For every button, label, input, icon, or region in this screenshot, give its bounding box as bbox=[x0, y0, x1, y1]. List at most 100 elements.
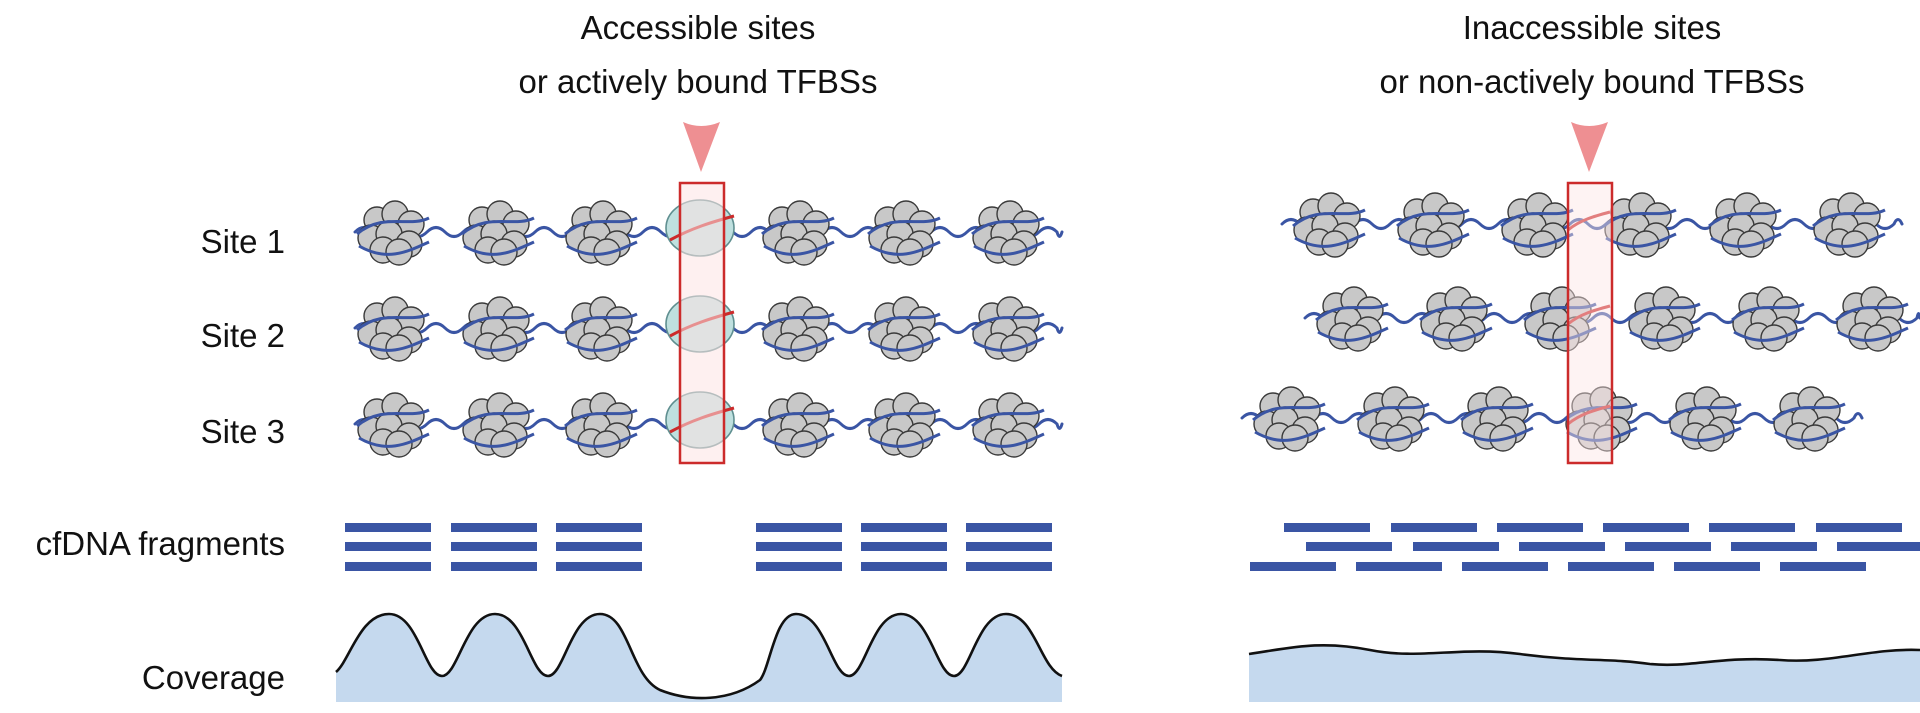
cfdna-fragment bbox=[1625, 542, 1711, 551]
cfdna-fragment bbox=[1674, 562, 1760, 571]
dna-wrap bbox=[973, 432, 1045, 448]
cfdna-fragment bbox=[1462, 562, 1548, 571]
dna-wrap bbox=[761, 408, 835, 428]
dna-wrap bbox=[1774, 426, 1846, 442]
cfdna-fragment bbox=[451, 562, 537, 571]
nucleosome-layer bbox=[356, 192, 1909, 458]
nucleosome bbox=[1668, 386, 1742, 452]
dna-wrap bbox=[564, 216, 638, 236]
dna-wrap bbox=[761, 312, 835, 332]
cfdna-fragment bbox=[345, 523, 431, 532]
cfdna-fragment bbox=[1837, 542, 1920, 551]
dna-wrap bbox=[1772, 402, 1846, 422]
dna-wrap bbox=[463, 336, 535, 352]
dna-wrap bbox=[1254, 426, 1326, 442]
nucleosome bbox=[1627, 286, 1701, 352]
nucleosome bbox=[761, 392, 835, 458]
overlay-layer bbox=[678, 122, 1614, 465]
nucleosome bbox=[461, 200, 535, 266]
nucleosome bbox=[1708, 192, 1782, 258]
dna-wrap bbox=[1627, 302, 1701, 322]
dna-wrap bbox=[1837, 326, 1909, 342]
dna-wrap bbox=[971, 312, 1045, 332]
dna-wrap bbox=[356, 216, 430, 236]
nucleosome bbox=[1835, 286, 1909, 352]
nucleosome bbox=[761, 296, 835, 362]
nucleosome bbox=[971, 296, 1045, 362]
nucleosome bbox=[564, 296, 638, 362]
cfdna-fragment bbox=[966, 542, 1052, 551]
dna-wrap bbox=[973, 336, 1045, 352]
dna-wrap bbox=[1668, 402, 1742, 422]
cfdna-fragment bbox=[345, 542, 431, 551]
cfdna-fragment bbox=[1780, 562, 1866, 571]
dna-wrap bbox=[763, 240, 835, 256]
dna-wrap bbox=[1670, 426, 1742, 442]
dna-wrap bbox=[869, 432, 941, 448]
right-highlight-box bbox=[1566, 181, 1614, 465]
nucleosome bbox=[1292, 192, 1366, 258]
right-panel-title-line2: or non-actively bound TFBSs bbox=[1379, 63, 1805, 100]
dna-wrap bbox=[1710, 232, 1782, 248]
dna-wrap bbox=[463, 432, 535, 448]
nucleosome bbox=[761, 200, 835, 266]
nucleosome bbox=[461, 296, 535, 362]
dna-wrap bbox=[867, 408, 941, 428]
cfdna-fragment bbox=[1497, 523, 1583, 532]
nucleosome bbox=[1315, 286, 1389, 352]
dna-wrap bbox=[1523, 302, 1597, 322]
row-label-site-1: Site 1 bbox=[200, 223, 285, 260]
cfdna-fragment bbox=[1356, 562, 1442, 571]
dna-wrap bbox=[564, 408, 638, 428]
dna-wrap bbox=[461, 312, 535, 332]
nucleosome bbox=[1812, 192, 1886, 258]
left-coverage-line bbox=[335, 612, 1063, 700]
dna-wrap bbox=[1629, 326, 1701, 342]
left-coverage-area bbox=[336, 614, 1062, 702]
dna-wrap bbox=[761, 216, 835, 236]
nucleosome bbox=[1396, 192, 1470, 258]
dna-strand bbox=[1240, 412, 1864, 424]
dna-wrap bbox=[971, 216, 1045, 236]
dna-wrap-red bbox=[1567, 210, 1611, 232]
dna-strand bbox=[1280, 218, 1904, 230]
dna-wrap bbox=[1419, 302, 1493, 322]
dna-wrap bbox=[1460, 402, 1534, 422]
dna-wrap bbox=[973, 240, 1045, 256]
dna-wrap bbox=[867, 312, 941, 332]
cfdna-fragment bbox=[556, 562, 642, 571]
dna-wrap bbox=[566, 432, 638, 448]
nucleosome bbox=[356, 296, 430, 362]
cfdna-fragment bbox=[1306, 542, 1392, 551]
dna-wrap bbox=[461, 408, 535, 428]
dna-wrap bbox=[1525, 326, 1597, 342]
nucleosome bbox=[867, 392, 941, 458]
nucleosome bbox=[867, 200, 941, 266]
dna-wrap bbox=[867, 216, 941, 236]
dna-wrap bbox=[869, 240, 941, 256]
cfdna-fragment bbox=[756, 562, 842, 571]
dna-wrap bbox=[566, 336, 638, 352]
dna-strand bbox=[1303, 312, 1920, 324]
cfdna-fragment bbox=[345, 562, 431, 571]
row-label-cfdna-fragments: cfDNA fragments bbox=[35, 525, 285, 562]
nucleosome bbox=[356, 392, 430, 458]
left-arrow-marker bbox=[683, 122, 720, 172]
cfdna-fragment bbox=[1603, 523, 1689, 532]
cfdna-fragment bbox=[1709, 523, 1795, 532]
nucleosome bbox=[1419, 286, 1493, 352]
dna-wrap bbox=[1317, 326, 1389, 342]
dna-wrap bbox=[461, 216, 535, 236]
cfdna-fragment bbox=[861, 562, 947, 571]
cfdna-fragment bbox=[556, 523, 642, 532]
nucleosome bbox=[1500, 192, 1574, 258]
dna-wrap bbox=[356, 312, 430, 332]
dna-wrap-red bbox=[1567, 304, 1611, 326]
dna-wrap bbox=[1398, 232, 1470, 248]
dna-wrap bbox=[1252, 402, 1326, 422]
dna-wrap bbox=[1605, 232, 1677, 248]
dna-wrap bbox=[763, 432, 835, 448]
nucleosome bbox=[1772, 386, 1846, 452]
dna-wrap bbox=[358, 336, 430, 352]
